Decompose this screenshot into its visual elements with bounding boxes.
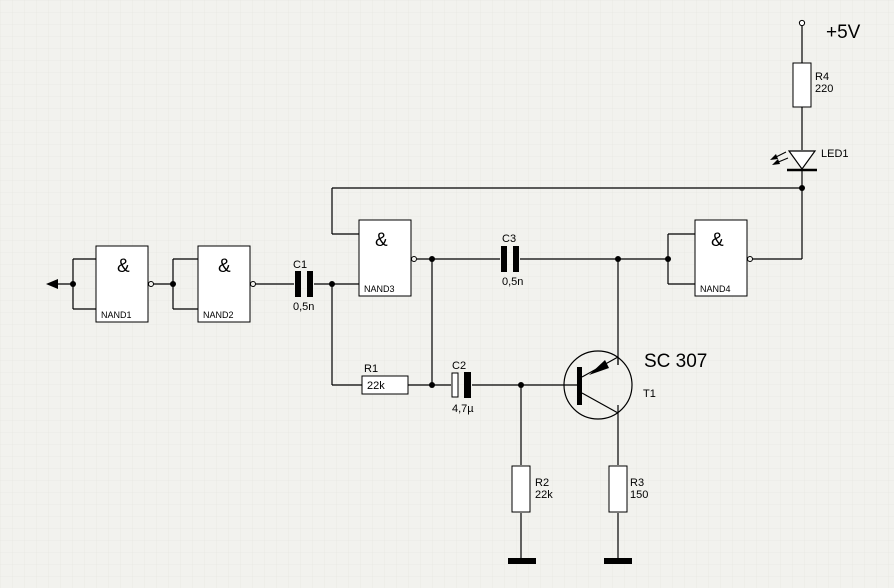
emitter-arrow-icon bbox=[589, 360, 609, 375]
component-ref: C3 bbox=[502, 233, 516, 245]
output-arrow-icon bbox=[46, 279, 58, 289]
capacitor-c2: C2 4,7µ bbox=[451, 360, 474, 415]
resistor-r2: R2 22k bbox=[511, 465, 553, 513]
component-value: 150 bbox=[630, 489, 648, 501]
inversion-bubble-icon bbox=[411, 256, 417, 262]
ground-icon bbox=[604, 558, 632, 564]
light-emission-icon bbox=[770, 151, 789, 165]
component-ref: LED1 bbox=[821, 148, 849, 160]
supply-terminal: +5V bbox=[798, 19, 861, 43]
transistor-base-icon bbox=[577, 367, 582, 405]
component-ref: T1 bbox=[643, 388, 656, 400]
capacitor-c1: C1 0,5n bbox=[293, 259, 314, 313]
component-ref: C2 bbox=[452, 360, 466, 372]
transistor-envelope-icon bbox=[563, 350, 633, 420]
component-value: 4,7µ bbox=[452, 403, 474, 415]
gate-nand4: & NAND4 bbox=[694, 219, 753, 297]
gate-symbol: & bbox=[117, 256, 130, 277]
gate-symbol: & bbox=[218, 256, 231, 277]
inversion-bubble-icon bbox=[148, 281, 154, 287]
transistor-type: SC 307 bbox=[644, 351, 707, 372]
led-led1: LED1 bbox=[770, 148, 849, 172]
diode-icon bbox=[787, 150, 817, 171]
component-value: 0,5n bbox=[502, 276, 523, 288]
component-value: 220 bbox=[815, 83, 833, 95]
capacitor-c3: C3 0,5n bbox=[501, 233, 523, 288]
component-ref: R2 bbox=[535, 477, 549, 489]
gate-label: NAND3 bbox=[364, 284, 395, 294]
component-value: 22k bbox=[367, 380, 385, 392]
resistor-r4: R4 220 bbox=[792, 62, 833, 108]
gate-label: NAND1 bbox=[101, 310, 132, 320]
component-ref: R3 bbox=[630, 477, 644, 489]
supply-label: +5V bbox=[826, 22, 861, 43]
component-value: 0,5n bbox=[293, 301, 314, 313]
component-ref: C1 bbox=[293, 259, 307, 271]
component-ref: R4 bbox=[815, 71, 829, 83]
transistor-t1: SC 307 T1 bbox=[563, 350, 707, 420]
gate-nand2: & NAND2 bbox=[197, 245, 256, 323]
gate-symbol: & bbox=[711, 230, 724, 251]
resistor-r3: R3 150 bbox=[608, 465, 648, 513]
gate-label: NAND2 bbox=[203, 310, 234, 320]
gate-nand1: & NAND1 bbox=[95, 245, 154, 323]
inversion-bubble-icon bbox=[747, 256, 753, 262]
gate-symbol: & bbox=[375, 230, 388, 251]
inversion-bubble-icon bbox=[250, 281, 256, 287]
component-value: 22k bbox=[535, 489, 553, 501]
gate-nand3: & NAND3 bbox=[358, 219, 417, 297]
ground-icon bbox=[508, 558, 536, 564]
gate-label: NAND4 bbox=[700, 284, 731, 294]
terminal-icon bbox=[798, 19, 806, 27]
junctions bbox=[70, 185, 805, 388]
component-ref: R1 bbox=[364, 363, 378, 375]
resistor-r1: R1 22k bbox=[361, 363, 409, 395]
